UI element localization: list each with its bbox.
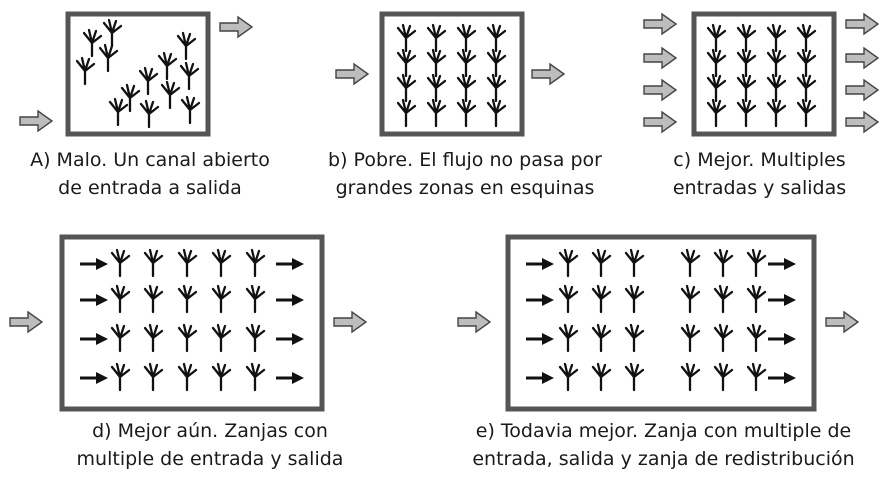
caption-c-line1: c) Mejor. Multiples [673,149,846,171]
panel-d [9,234,367,412]
inlet-arrow-icon [19,110,53,132]
caption-d-line2: multiple de entrada y salida [76,448,344,470]
caption-a-line1: A) Malo. Un canal abierto [30,149,270,171]
inlet-arrow-icon [9,311,43,333]
inlet-arrow-icon [335,63,369,85]
caption-c-line2: entradas y salidas [672,177,847,199]
caption-d: d) Mejor aún. Zanjas con multiple de ent… [20,417,400,473]
caption-e-line1: e) Todavia mejor. Zanja con multiple de [475,420,852,442]
panel-a [19,11,253,137]
caption-e-line2: entrada, salida y zanja de redistribució… [472,448,855,470]
outlet-arrow-icon [333,311,367,333]
outlet-arrow-icon [531,63,565,85]
caption-a-line2: de entrada a salida [58,177,242,199]
panel-e [457,234,859,412]
caption-d-line1: d) Mejor aún. Zanjas con [92,420,328,442]
inlet-arrows-c [643,13,677,133]
outlet-arrows-c [845,13,879,133]
panel-b [335,11,565,137]
panel-c [643,11,879,137]
inlet-arrow-icon [457,311,491,333]
caption-b: b) Pobre. El flujo no pasa por grandes z… [300,146,630,202]
caption-b-line1: b) Pobre. El flujo no pasa por [328,149,602,171]
caption-e: e) Todavia mejor. Zanja con multiple de … [440,417,887,473]
caption-c: c) Mejor. Multiples entradas y salidas [632,146,887,202]
outlet-arrow-icon [825,311,859,333]
caption-b-line2: grandes zonas en esquinas [335,177,595,199]
caption-a: A) Malo. Un canal abierto de entrada a s… [0,146,300,202]
outlet-arrow-icon [219,16,253,38]
